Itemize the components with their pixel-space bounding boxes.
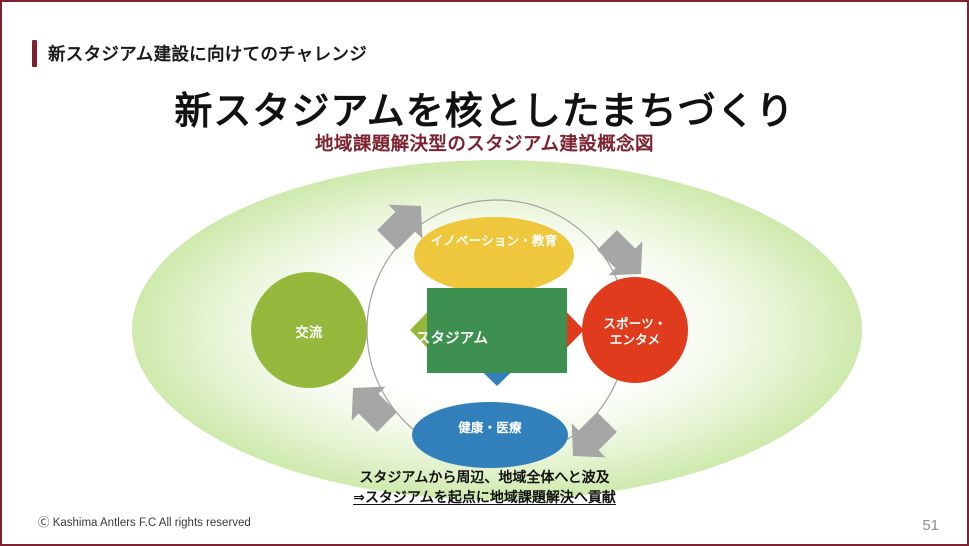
- slide-header: 新スタジアム建設に向けてのチャレンジ: [32, 38, 367, 68]
- copyright-text: Ⓒ Kashima Antlers F.C All rights reserve…: [38, 517, 251, 529]
- diagram-graphics: [251, 199, 688, 468]
- header-accent-bar: [32, 39, 37, 67]
- node-stadium-shape[interactable]: [427, 288, 567, 373]
- header-title: 新スタジアム建設に向けてのチャレンジ: [48, 43, 367, 64]
- page-title: 新スタジアムを核としたまちづくり: [174, 91, 795, 133]
- node-health-shape[interactable]: [412, 402, 568, 468]
- node-sports-shape[interactable]: [582, 277, 688, 383]
- diagram-caption: スタジアムから周辺、地域全体へと波及 ⇒スタジアムを起点に地域課題解決へ貢献: [2, 467, 967, 508]
- cycle-arrow-bottom-left: [351, 386, 397, 432]
- cycle-arrow-top-left: [377, 204, 423, 250]
- cycle-arrow-top-right: [597, 230, 643, 276]
- cycle-arrow-bottom-right: [571, 412, 617, 458]
- node-innovation-shape[interactable]: [414, 217, 574, 293]
- caption-line-1: スタジアムから周辺、地域全体へと波及: [359, 469, 610, 485]
- node-exchange-shape[interactable]: [251, 272, 367, 388]
- cycle-arrow-group: [351, 204, 643, 458]
- page-number: 51: [922, 517, 939, 534]
- caption-line-2: ⇒スタジアムを起点に地域課題解決へ貢献: [353, 489, 616, 506]
- concept-diagram: イノベーション・教育 スポーツ・ エンタメ 健康・医療 交流 スタジアム: [132, 160, 862, 510]
- page-subtitle: 地域課題解決型のスタジアム建設概念図: [315, 133, 654, 154]
